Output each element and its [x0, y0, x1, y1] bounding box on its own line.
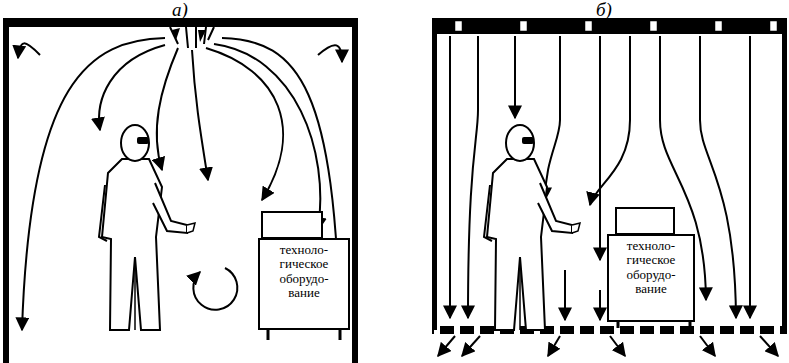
panel-label: б) [596, 0, 612, 19]
panel-label: а) [172, 0, 188, 19]
equipment-box: техноло- гическое оборудо- вание [607, 234, 695, 322]
room-laminar-flow [432, 18, 787, 356]
equipment-box: техноло- гическое оборудо- вание [258, 238, 350, 330]
equipment-label: техноло- гическое оборудо- вание [626, 239, 675, 296]
equipment-label: техноло- гическое оборудо- вание [279, 243, 328, 300]
room-mixed-flow [3, 18, 358, 363]
